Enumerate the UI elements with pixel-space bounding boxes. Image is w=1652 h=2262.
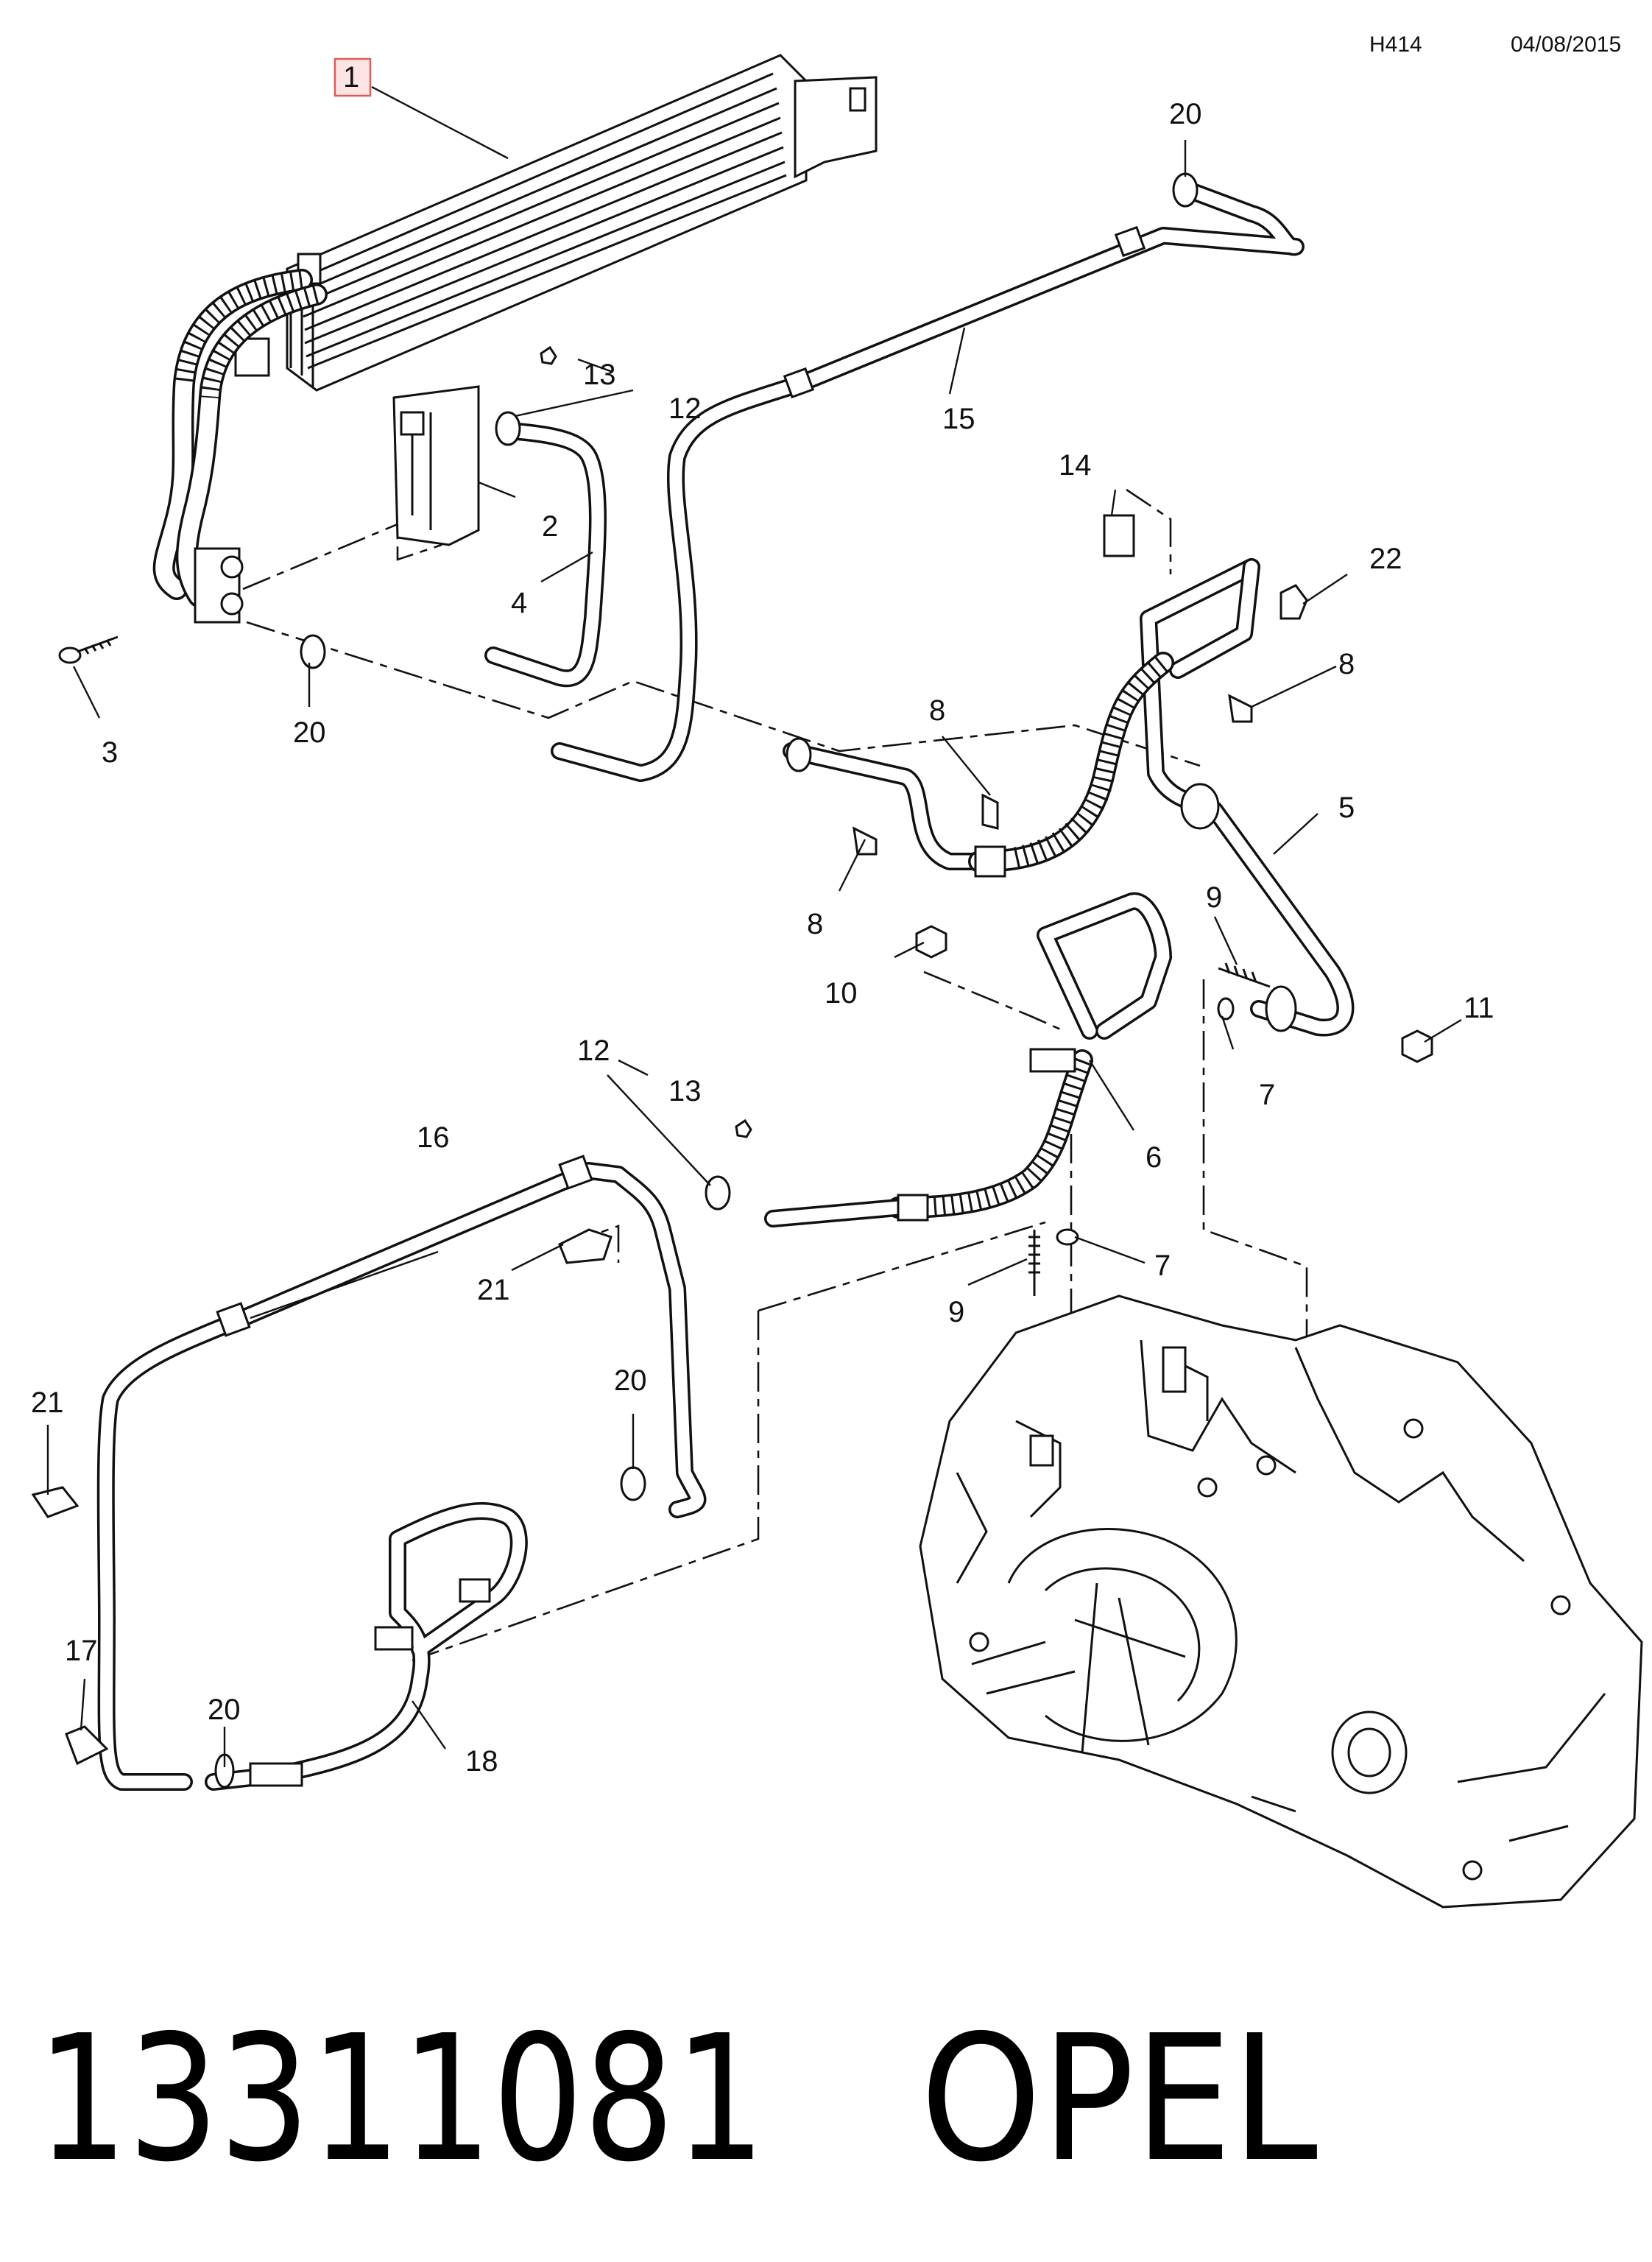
diagram-date: 04/08/2015 <box>1511 32 1621 57</box>
oil-cooler[interactable] <box>234 54 878 392</box>
seal-20-lower-right[interactable] <box>620 1466 646 1501</box>
clip-14[interactable] <box>1103 514 1135 557</box>
clip-13-lower[interactable] <box>735 1118 752 1138</box>
callout-1[interactable]: 1 <box>343 61 359 94</box>
pipe-4[interactable] <box>484 422 607 688</box>
callout-17[interactable]: 17 <box>65 1635 98 1667</box>
nut-11[interactable] <box>1401 1029 1433 1063</box>
clip-8-center[interactable] <box>981 793 999 830</box>
seal-12-lower[interactable] <box>705 1175 731 1211</box>
callout-21-left[interactable]: 21 <box>31 1387 64 1419</box>
seal-12-top[interactable] <box>495 411 521 446</box>
callout-8-right[interactable]: 8 <box>1338 648 1355 680</box>
pipe-6[interactable] <box>764 892 1172 1227</box>
cooler-hoses[interactable] <box>152 269 328 607</box>
callout-22[interactable]: 22 <box>1369 543 1402 575</box>
callout-12-lower[interactable]: 12 <box>577 1035 610 1067</box>
callout-9-upper[interactable]: 9 <box>1206 881 1222 914</box>
seal-20-top[interactable] <box>1172 172 1199 208</box>
callout-5[interactable]: 5 <box>1338 792 1355 824</box>
seal-20-center[interactable] <box>786 737 812 772</box>
callout-21-center[interactable]: 21 <box>477 1274 510 1306</box>
screw[interactable] <box>58 635 119 664</box>
callout-9-lower[interactable]: 9 <box>948 1296 964 1328</box>
hose-5-clamp <box>1265 985 1297 1032</box>
callout-10[interactable]: 10 <box>825 977 858 1010</box>
pipe-16[interactable] <box>96 1155 707 1791</box>
stud-9-upper[interactable] <box>1218 967 1271 988</box>
callout-18[interactable]: 18 <box>465 1745 498 1777</box>
callout-13-top[interactable]: 13 <box>583 359 616 391</box>
part-number: 13311081 <box>37 1998 766 2200</box>
pipe-18-clip <box>374 1626 414 1651</box>
clip-13-top[interactable] <box>540 345 557 365</box>
callout-8-center[interactable]: 8 <box>929 694 945 727</box>
clip-17[interactable] <box>65 1725 109 1766</box>
callout-20-top[interactable]: 20 <box>1169 98 1202 130</box>
cooler-mounting-bracket[interactable] <box>392 385 480 546</box>
hose-main-upper[interactable] <box>783 652 1174 878</box>
clip-21-center[interactable] <box>558 1228 613 1264</box>
pipe-15[interactable] <box>551 183 1305 782</box>
callout-16[interactable]: 16 <box>417 1121 450 1154</box>
clip-21-left[interactable] <box>31 1486 80 1518</box>
clip-8-right[interactable] <box>1228 694 1253 723</box>
callout-20-lower-right[interactable]: 20 <box>614 1364 647 1397</box>
callout-12-top[interactable]: 12 <box>668 392 702 425</box>
callout-20-left[interactable]: 20 <box>293 716 326 749</box>
transmission-housing <box>919 1294 1643 1909</box>
brand-name: OPEL <box>920 1998 1318 2200</box>
callout-6[interactable]: 6 <box>1146 1141 1162 1174</box>
callout-20-lower-left[interactable]: 20 <box>208 1694 241 1726</box>
washer-7-upper[interactable] <box>1217 997 1235 1021</box>
clip-22[interactable] <box>1279 584 1308 620</box>
callout-7-upper[interactable]: 7 <box>1259 1079 1275 1111</box>
leader-lines <box>46 85 1462 1767</box>
callout-4[interactable]: 4 <box>511 587 527 619</box>
callout-3[interactable]: 3 <box>102 736 118 769</box>
hose-5[interactable] <box>1140 558 1355 1037</box>
small-fittings <box>31 172 1433 1789</box>
callout-7-lower[interactable]: 7 <box>1154 1250 1171 1282</box>
callout-1-highlight <box>333 57 372 97</box>
nut-10[interactable] <box>915 925 947 959</box>
callout-8-left[interactable]: 8 <box>807 908 823 940</box>
cooler-connector-block[interactable] <box>194 547 244 624</box>
pipe-18[interactable] <box>205 1502 528 1791</box>
callout-11[interactable]: 11 <box>1464 992 1494 1024</box>
diagram-code: H414 <box>1369 32 1422 57</box>
callout-labels: 1 20 13 12 15 14 2 22 4 8 20 8 3 5 8 9 1… <box>31 61 1494 1777</box>
callout-15[interactable]: 15 <box>942 403 975 435</box>
seal-20-left[interactable] <box>300 634 326 669</box>
callout-2[interactable]: 2 <box>542 510 558 543</box>
washer-7-lower[interactable] <box>1056 1228 1079 1246</box>
callout-14[interactable]: 14 <box>1059 449 1092 482</box>
callout-13-lower[interactable]: 13 <box>668 1075 702 1107</box>
